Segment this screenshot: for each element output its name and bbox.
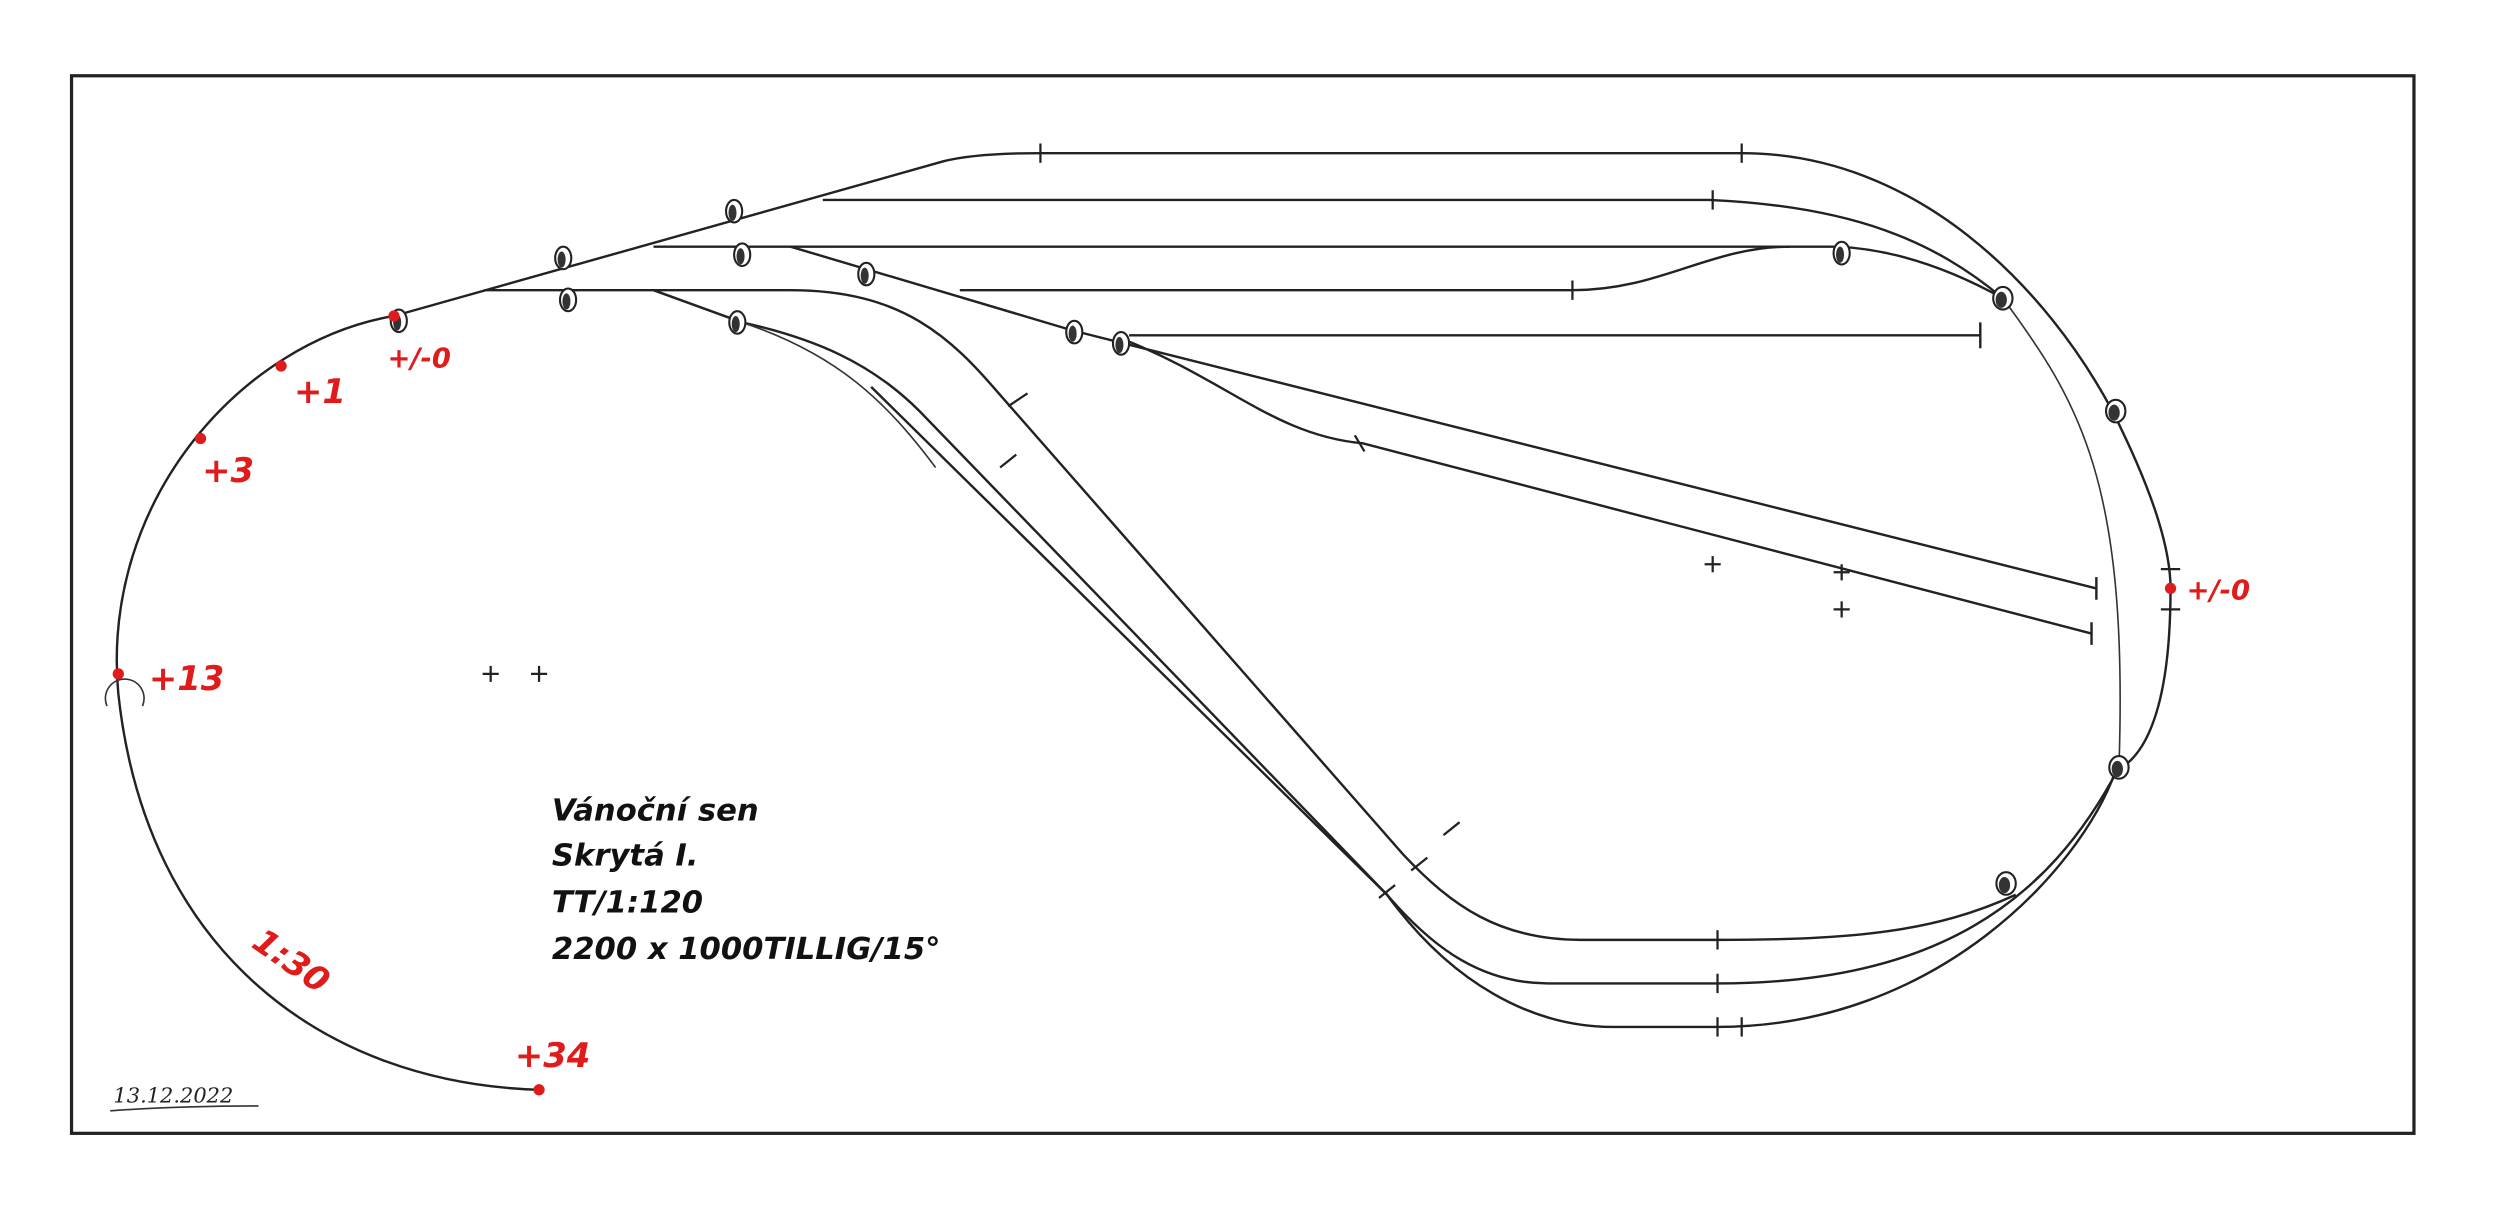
date-text: 13.12.2022 bbox=[113, 1084, 233, 1108]
marker-dot bbox=[533, 1084, 545, 1096]
loop-connector bbox=[2002, 297, 2121, 768]
turnout-icon bbox=[1111, 331, 1131, 356]
date-signature: 13.12.2022 bbox=[110, 1084, 259, 1112]
turnout-icon bbox=[1995, 871, 2017, 896]
turnout-icon bbox=[558, 287, 578, 313]
height-label: +13 bbox=[149, 659, 224, 698]
height-label: +1 bbox=[294, 372, 346, 411]
diagonal-siding-2 bbox=[1120, 337, 2093, 645]
reference-crosses bbox=[482, 556, 1850, 682]
siding-track-4 bbox=[1129, 322, 1982, 349]
diagonal-siding-1 bbox=[790, 245, 2098, 600]
marker-dot bbox=[194, 432, 207, 445]
height-label: +3 bbox=[202, 451, 254, 490]
main-loop-track bbox=[115, 151, 2172, 1092]
turnout-icon bbox=[1065, 319, 1084, 345]
loop-track-middle bbox=[653, 289, 2121, 985]
turnout-icon bbox=[2104, 398, 2127, 424]
plan-subtitle: Skrytá I. bbox=[552, 839, 699, 874]
height-label: +/-0 bbox=[2187, 576, 2250, 607]
turnout-icon bbox=[1992, 285, 2014, 311]
height-label: +34 bbox=[515, 1036, 590, 1075]
loop-track-outer-diag bbox=[741, 321, 937, 469]
height-label: +/-0 bbox=[388, 344, 451, 375]
turnout-icon bbox=[1832, 240, 1851, 266]
plan-dimensions: 2200 x 1000TILLIG/15° bbox=[552, 932, 941, 967]
gradient-label: 1:30 bbox=[246, 921, 337, 1001]
height-markers: +/-0 +1 +3 +13 +34 +/-0 1:30 bbox=[112, 310, 2250, 1096]
marker-dot bbox=[2164, 582, 2177, 595]
turnout-arc-icon bbox=[104, 678, 145, 707]
siding-track-3 bbox=[959, 245, 1791, 292]
turnout-icon bbox=[554, 245, 573, 271]
marker-dot bbox=[388, 310, 400, 322]
tracks bbox=[115, 151, 2172, 1092]
turnout-icon bbox=[725, 198, 744, 224]
plan-name: Vánoční sen bbox=[552, 794, 759, 829]
turnout-icon bbox=[733, 242, 752, 268]
marker-dot bbox=[112, 668, 124, 680]
title-block: Vánoční sen Skrytá I. TT/1:120 2200 x 10… bbox=[552, 794, 941, 968]
siding-track-1 bbox=[822, 198, 2004, 300]
turnouts bbox=[104, 198, 2130, 896]
loop-track-inner bbox=[790, 288, 2017, 942]
turnout-icon bbox=[2108, 755, 2130, 780]
drawing-frame bbox=[69, 74, 2416, 1135]
turnout-icon bbox=[857, 261, 876, 287]
plan-scale: TT/1:120 bbox=[552, 885, 703, 920]
marker-dot bbox=[275, 360, 287, 372]
track-joints bbox=[999, 143, 2181, 1037]
turnout-icon bbox=[728, 310, 747, 335]
